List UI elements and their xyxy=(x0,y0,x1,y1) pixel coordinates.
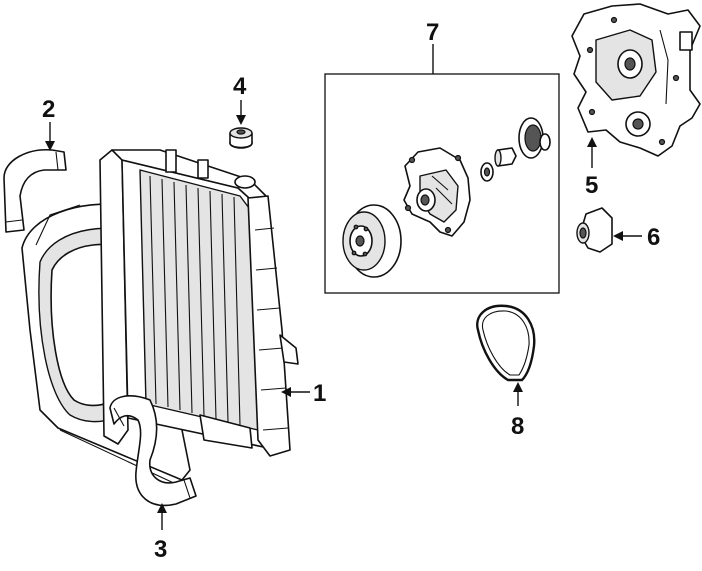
callout-7: 7 xyxy=(426,19,439,46)
leader-4 xyxy=(236,100,246,125)
water-pump-gasket xyxy=(476,304,536,382)
pump-seal xyxy=(480,162,494,182)
leader-3 xyxy=(157,503,167,530)
water-pump-pulley xyxy=(342,204,402,278)
upper-radiator-hose xyxy=(3,149,67,233)
water-pump-body xyxy=(403,147,471,237)
leader-8 xyxy=(513,382,523,406)
leader-1 xyxy=(281,387,310,397)
leader-5 xyxy=(587,137,597,168)
callout-3: 3 xyxy=(154,536,167,563)
callout-8: 8 xyxy=(511,413,524,440)
callout-1: 1 xyxy=(313,380,326,407)
callout-6: 6 xyxy=(647,224,660,251)
leader-2 xyxy=(45,122,55,151)
pump-fitting xyxy=(494,147,517,167)
leader-6 xyxy=(613,231,642,241)
callout-5: 5 xyxy=(585,172,598,199)
timing-cover xyxy=(571,3,701,157)
radiator xyxy=(99,149,299,457)
callout-2: 2 xyxy=(42,96,55,123)
water-pump-assembly xyxy=(324,73,560,294)
radiator-cap xyxy=(229,127,253,149)
callout-4: 4 xyxy=(233,73,247,100)
pump-impeller xyxy=(518,117,551,159)
thermostat-housing xyxy=(576,207,613,253)
lower-radiator-hose xyxy=(109,395,197,507)
